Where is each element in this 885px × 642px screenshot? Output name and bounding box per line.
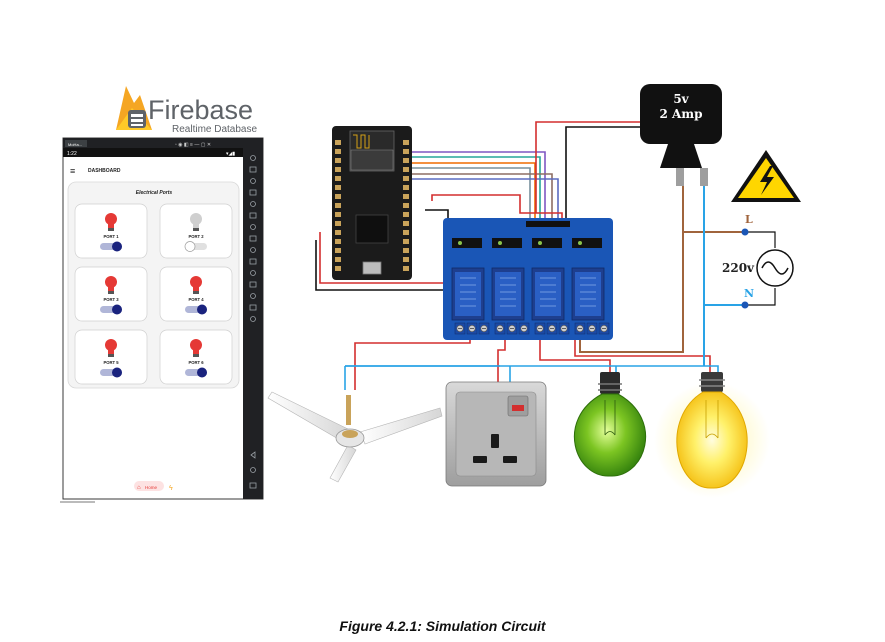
wiring bbox=[315, 121, 776, 390]
nodemcu-board bbox=[332, 126, 412, 280]
relay-module bbox=[443, 218, 613, 340]
emulator-side-toolbar[interactable] bbox=[243, 148, 263, 499]
port-card[interactable]: PORT 1 bbox=[74, 203, 148, 259]
neutral-terminal bbox=[741, 301, 749, 309]
window-title-bar bbox=[63, 138, 263, 148]
menu-icon[interactable]: ≡ bbox=[70, 166, 75, 176]
port-toggle[interactable] bbox=[185, 367, 207, 378]
line-terminal bbox=[741, 228, 749, 236]
relay-channel bbox=[571, 238, 605, 321]
relay-channel bbox=[531, 238, 565, 321]
firebase-product: Realtime Database bbox=[172, 124, 257, 135]
bulb-icon bbox=[105, 339, 117, 357]
port-toggle[interactable] bbox=[184, 241, 207, 252]
bulb-icon bbox=[190, 339, 202, 357]
port-label: PORT 2 bbox=[188, 234, 204, 239]
firebase-brand: Firebase bbox=[148, 95, 253, 125]
window-tab-label[interactable]: MoHa... bbox=[68, 142, 82, 147]
green-bulb-icon bbox=[574, 372, 646, 477]
bulb-icon bbox=[190, 276, 202, 294]
bulb-icon bbox=[190, 213, 202, 231]
adapter-current: 2 Amp bbox=[660, 107, 703, 121]
relay-channel bbox=[451, 238, 485, 321]
power-adapter: 5v 2 Amp bbox=[640, 84, 722, 186]
home-label: Home bbox=[145, 485, 158, 490]
firebase-logo: Firebase Realtime Database bbox=[116, 86, 257, 135]
port-label: PORT 4 bbox=[188, 297, 204, 302]
phone-screen: MoHa... ▫ ◉ ◧ ≡ — ▢ ✕ 1:22 ▾◢▮ ≡ DASHBOA… bbox=[60, 137, 264, 503]
window-controls[interactable]: ▫ ◉ ◧ ≡ — ▢ ✕ bbox=[175, 142, 211, 148]
bulb-icon bbox=[105, 276, 117, 294]
home-button[interactable] bbox=[134, 481, 164, 491]
status-time: 1:22 bbox=[67, 151, 77, 157]
high-voltage-warning-icon bbox=[731, 150, 801, 202]
wall-socket-icon bbox=[445, 381, 547, 487]
adapter-voltage: 5v bbox=[673, 92, 689, 106]
status-bar bbox=[63, 148, 243, 157]
yellow-bulb-icon bbox=[654, 372, 770, 498]
ceiling-fan-icon bbox=[267, 391, 443, 483]
port-card[interactable]: PORT 3 bbox=[74, 266, 148, 322]
home-icon: ⌂ bbox=[137, 485, 141, 491]
relay-channel bbox=[491, 238, 525, 321]
port-label: PORT 5 bbox=[103, 360, 119, 365]
port-toggle[interactable] bbox=[100, 304, 122, 315]
voltage-label: 220v bbox=[722, 261, 755, 275]
panel-title: Electrical Ports bbox=[136, 190, 173, 196]
neutral-label: N bbox=[744, 287, 754, 300]
port-label: PORT 6 bbox=[188, 360, 204, 365]
header-title: DASHBOARD bbox=[88, 168, 121, 174]
bolt-icon[interactable]: ϟ bbox=[169, 485, 173, 492]
port-label: PORT 1 bbox=[103, 234, 119, 239]
status-icons: ▾◢▮ bbox=[226, 151, 235, 157]
port-toggle[interactable] bbox=[100, 367, 122, 378]
mains-source: L N 220v bbox=[722, 213, 794, 309]
port-card[interactable]: PORT 2 bbox=[159, 203, 233, 259]
port-toggle[interactable] bbox=[185, 304, 207, 315]
port-card[interactable]: PORT 4 bbox=[159, 266, 233, 322]
figure-caption: Figure 4.2.1: Simulation Circuit bbox=[339, 618, 546, 634]
port-label: PORT 3 bbox=[103, 297, 119, 302]
bulb-icon bbox=[105, 213, 117, 231]
line-label: L bbox=[745, 213, 753, 226]
port-toggle[interactable] bbox=[100, 241, 122, 252]
port-card[interactable]: PORT 5 bbox=[74, 329, 148, 385]
port-card[interactable]: PORT 6 bbox=[159, 329, 233, 385]
